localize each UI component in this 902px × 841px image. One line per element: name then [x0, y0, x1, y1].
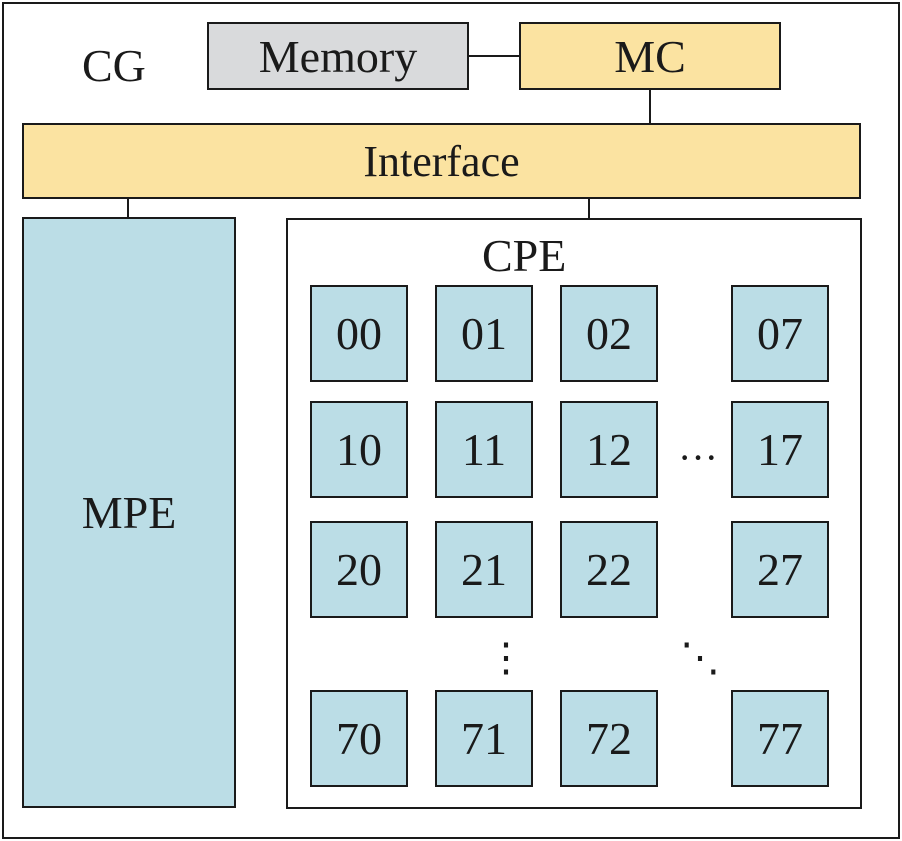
cpe-cell-label: 27 — [757, 544, 803, 595]
cpe-cell: 00 — [310, 285, 408, 382]
cpe-cell-label: 72 — [586, 713, 632, 764]
cpe-cell: 71 — [435, 690, 533, 787]
cpe-cell-label: 21 — [461, 544, 507, 595]
cpe-cell-label: 22 — [586, 544, 632, 595]
cpe-cell: 07 — [731, 285, 829, 382]
cpe-cell-label: 10 — [336, 424, 382, 475]
cpe-cell: 12 — [560, 401, 658, 498]
interface-label: Interface — [363, 136, 520, 186]
cpe-cell-label: 01 — [461, 308, 507, 359]
mc-interface-connector — [649, 90, 651, 123]
cpe-cell-label: 11 — [461, 424, 507, 475]
cpe-cell: 22 — [560, 521, 658, 618]
vertical-ellipsis: ⋮ — [486, 635, 526, 680]
cpe-cell-label: 20 — [336, 544, 382, 595]
cpe-cell: 21 — [435, 521, 533, 618]
memory-block: Memory — [207, 22, 469, 90]
cpe-cell: 10 — [310, 401, 408, 498]
cpe-label: CPE — [482, 230, 567, 281]
diagonal-ellipsis: ⋱ — [680, 635, 720, 680]
cpe-cell: 70 — [310, 690, 408, 787]
cpe-cell-label: 00 — [336, 308, 382, 359]
horizontal-ellipsis: ··· — [678, 435, 718, 480]
cpe-cell-label: 70 — [336, 713, 382, 764]
mpe-block: MPE — [22, 217, 236, 808]
cpe-cell-label: 17 — [757, 424, 803, 475]
cpe-cell: 27 — [731, 521, 829, 618]
mc-label: MC — [614, 30, 686, 82]
cpe-cell-label: 07 — [757, 308, 803, 359]
interface-block: Interface — [22, 123, 861, 199]
interface-mpe-connector — [127, 199, 129, 217]
cpe-cell-label: 71 — [461, 713, 507, 764]
cg-label: CG — [82, 40, 146, 91]
cpe-cell: 01 — [435, 285, 533, 382]
cpe-cell: 72 — [560, 690, 658, 787]
cpe-cell: 02 — [560, 285, 658, 382]
cpe-cell-label: 77 — [757, 713, 803, 764]
mc-block: MC — [519, 22, 781, 90]
cpe-cell: 11 — [435, 401, 533, 498]
interface-cpe-connector — [588, 199, 590, 218]
mpe-label: MPE — [81, 487, 177, 538]
memory-label: Memory — [258, 30, 418, 82]
cpe-cell: 77 — [731, 690, 829, 787]
cpe-cell: 20 — [310, 521, 408, 618]
memory-mc-connector — [469, 55, 519, 57]
cpe-cell-label: 02 — [586, 308, 632, 359]
cpe-cell-label: 12 — [586, 424, 632, 475]
cpe-cell: 17 — [731, 401, 829, 498]
